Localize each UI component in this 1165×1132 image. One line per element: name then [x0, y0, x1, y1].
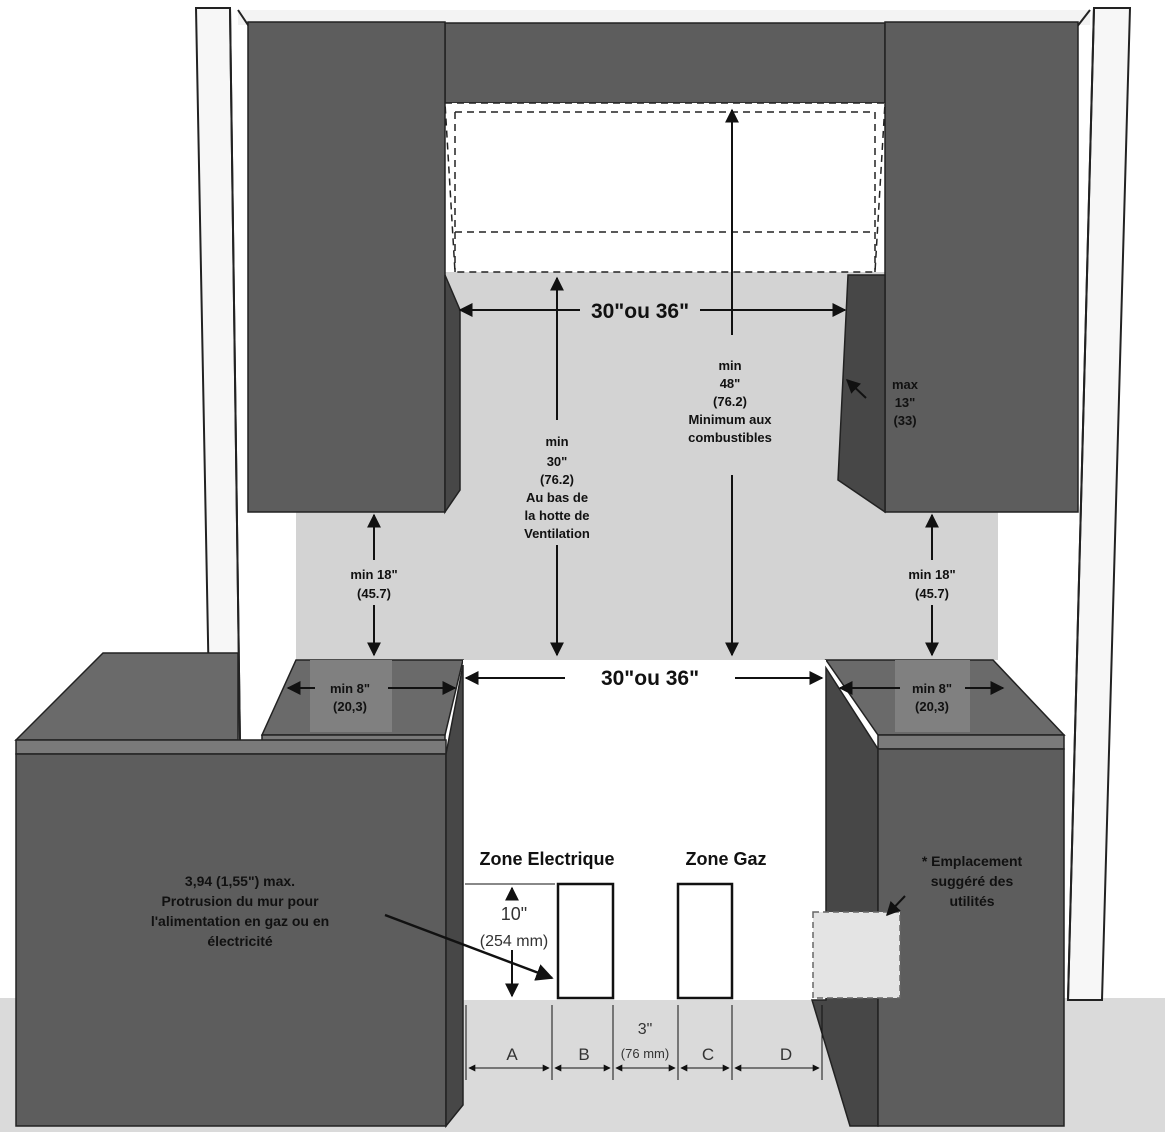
zone-height-label: 10" (254 mm)	[480, 904, 548, 950]
svg-text:combustibles: combustibles	[688, 430, 772, 445]
svg-text:Minimum aux: Minimum aux	[688, 412, 772, 427]
gas-zone-box	[676, 882, 734, 1000]
svg-text:Ventilation: Ventilation	[524, 526, 590, 541]
svg-text:max: max	[892, 377, 919, 392]
svg-text:(20,3): (20,3)	[915, 699, 949, 714]
svg-text:3": 3"	[638, 1021, 653, 1038]
upper-cabinet-left	[247, 21, 461, 515]
dimension-lines	[286, 108, 1005, 1080]
electric-zone-label: Zone Electrique	[479, 849, 614, 869]
left-side-gap-label: min 8" (20,3)	[330, 681, 370, 714]
wall-pillar-right	[1066, 7, 1132, 1001]
svg-text:* Emplacement: * Emplacement	[922, 853, 1023, 869]
svg-text:(33): (33)	[893, 413, 916, 428]
upper-cabinet-right	[837, 21, 1079, 514]
svg-text:la hotte de: la hotte de	[524, 508, 589, 523]
svg-text:min: min	[545, 434, 568, 449]
svg-text:min 8": min 8"	[912, 681, 952, 696]
utility-location-box	[812, 911, 901, 999]
right-side-gap-label: min 8" (20,3)	[912, 681, 952, 714]
svg-text:utilités: utilités	[949, 893, 994, 909]
segment-labels: A B C D	[506, 1045, 792, 1064]
segment-c-label: C	[702, 1045, 714, 1064]
countertop-right	[824, 659, 1066, 750]
wall-pillar-left	[194, 7, 251, 746]
segment-a-label: A	[506, 1045, 518, 1064]
segment-d-label: D	[780, 1045, 792, 1064]
svg-text:10": 10"	[501, 904, 527, 924]
svg-text:(76.2): (76.2)	[713, 394, 747, 409]
svg-text:(45.7): (45.7)	[915, 586, 949, 601]
svg-text:30": 30"	[547, 454, 568, 469]
combustibles-clearance-label: min 48" (76.2) Minimum aux combustibles	[688, 358, 772, 445]
protrusion-note: 3,94 (1,55") max. Protrusion du mur pour…	[151, 873, 329, 949]
svg-text:13": 13"	[895, 395, 916, 410]
base-cabinet-right	[810, 665, 1065, 1127]
svg-text:3,94 (1,55") max.: 3,94 (1,55") max.	[185, 873, 295, 889]
svg-text:min 8": min 8"	[330, 681, 370, 696]
svg-text:électricité: électricité	[207, 933, 273, 949]
svg-text:min 18": min 18"	[908, 567, 955, 582]
spacing-label: 3" (76 mm)	[621, 1021, 669, 1061]
svg-text:(45.7): (45.7)	[357, 586, 391, 601]
electric-zone-box	[556, 882, 615, 1000]
hood-clearance-label: min 30" (76.2) Au bas de la hotte de Ven…	[524, 434, 590, 541]
svg-text:(76.2): (76.2)	[540, 472, 574, 487]
range-width-label: 30"ou 36"	[601, 667, 699, 690]
svg-text:(254 mm): (254 mm)	[480, 933, 548, 950]
svg-text:min 18": min 18"	[350, 567, 397, 582]
left-wall-gap-label: min 18" (45.7)	[350, 567, 397, 601]
hood-width-label: 30"ou 36"	[591, 300, 689, 323]
base-cabinet-left	[14, 652, 464, 1129]
gas-zone-label: Zone Gaz	[685, 849, 766, 869]
upper-cabinet-top	[444, 22, 886, 104]
right-wall-gap-label: min 18" (45.7)	[908, 567, 955, 601]
svg-text:(20,3): (20,3)	[333, 699, 367, 714]
svg-text:min: min	[718, 358, 741, 373]
svg-text:l'alimentation en gaz ou en: l'alimentation en gaz ou en	[151, 913, 329, 929]
range-hood-outline	[444, 102, 886, 273]
svg-text:Protrusion du mur pour: Protrusion du mur pour	[161, 893, 319, 909]
cabinet-depth-label: max 13" (33)	[892, 377, 919, 428]
svg-text:Au bas de: Au bas de	[526, 490, 588, 505]
svg-text:48": 48"	[720, 376, 741, 391]
segment-b-label: B	[578, 1045, 589, 1064]
svg-text:(76 mm): (76 mm)	[621, 1046, 669, 1061]
svg-text:suggéré des: suggéré des	[931, 873, 1014, 889]
range-opening	[463, 660, 826, 1000]
utilities-note: * Emplacement suggéré des utilités	[922, 853, 1023, 909]
